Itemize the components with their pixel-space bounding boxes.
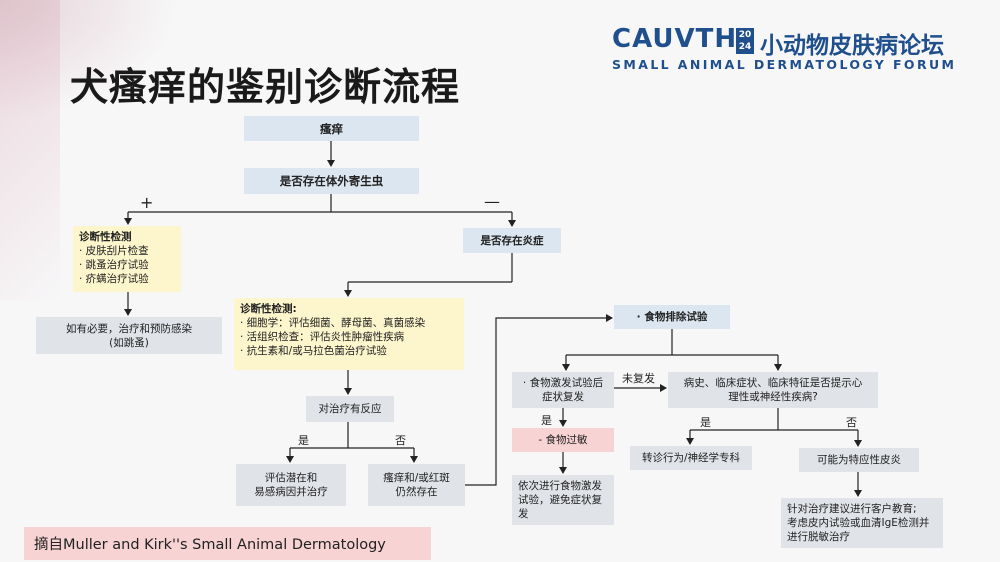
- diagnostic-2-title: 诊断性检测:: [240, 303, 297, 315]
- node-food-allergy: - 食物过敏: [512, 428, 614, 452]
- node-prevent-infection: 如有必要，治疗和预防感染 (如跳蚤): [36, 317, 222, 354]
- slide-title: 犬瘙痒的鉴别诊断流程: [70, 65, 461, 109]
- logo-chinese-name: 小动物皮肤病论坛: [760, 33, 944, 59]
- node-sequential-challenge: 依次进行食物激发 试验，避免症状复 发: [512, 475, 614, 525]
- persist-line: 瘙痒和/或红斑: [383, 472, 450, 484]
- node-diagnostic-tests-2: 诊断性检测: · 细胞学：评估细菌、酵母菌、真菌感染 · 活组织检查：评估炎性肿…: [234, 298, 464, 370]
- label-yes: 是: [541, 414, 552, 427]
- history-line: 理性或神经性疾病?: [728, 391, 818, 403]
- label-yes: 是: [700, 416, 711, 429]
- source-citation: 摘自Muller and Kirk''s Small Animal Dermat…: [24, 527, 431, 560]
- logo-year-badge: 20 24: [736, 28, 754, 54]
- education-line: 进行脱敏治疗: [787, 531, 850, 543]
- diagnostic-2-item: · 细胞学：评估细菌、酵母菌、真菌感染: [240, 317, 426, 329]
- node-client-education: 针对治疗建议进行客户教育; 考虑皮内试验或血清IgE检测并 进行脱敏治疗: [781, 498, 943, 548]
- diagnostic-1-item: · 皮肤刮片检查: [79, 245, 149, 257]
- logo-year-bottom: 24: [738, 42, 752, 52]
- node-treatment-response: 对治疗有反应: [306, 396, 394, 422]
- label-yes: 是: [298, 434, 309, 447]
- node-ectoparasite: 是否存在体外寄生虫: [244, 168, 419, 194]
- node-pruritus: 瘙痒: [244, 116, 419, 141]
- diagnostic-2-item: · 活组织检查：评估炎性肿瘤性疾病: [240, 331, 405, 343]
- challenge-line: 症状复发: [542, 391, 584, 403]
- diagnostic-2-item: · 抗生素和/或马拉色菌治疗试验: [240, 345, 387, 357]
- label-positive: +: [140, 193, 154, 212]
- label-no-recurrence: 未复发: [622, 372, 655, 385]
- node-food-elimination-trial: · 食物排除试验: [614, 305, 730, 329]
- logo-year-top: 20: [738, 30, 752, 40]
- logo-wordmark: CAUVTH: [612, 24, 738, 54]
- sequential-line: 依次进行食物激发: [518, 480, 602, 492]
- label-negative: —: [484, 192, 500, 211]
- history-line: 病史、临床症状、临床特征是否提示心: [683, 377, 863, 389]
- prevent-line: 如有必要，治疗和预防感染: [66, 322, 192, 335]
- evaluate-line: 易感病因并治疗: [254, 486, 328, 498]
- sequential-line: 发: [518, 508, 529, 520]
- persist-line: 仍然存在: [395, 486, 438, 498]
- node-evaluate-causes: 评估潜在和 易感病因并治疗: [236, 464, 346, 506]
- node-atopic-dermatitis: 可能为特应性皮炎: [799, 448, 919, 472]
- node-behavioral-history: 病史、临床症状、临床特征是否提示心 理性或神经性疾病?: [668, 372, 878, 408]
- diagnostic-1-title: 诊断性检测: [79, 231, 132, 243]
- node-diagnostic-tests-1: 诊断性检测 · 皮肤刮片检查 · 跳蚤治疗试验 · 疥螨治疗试验: [73, 226, 181, 292]
- decorative-background-glow: [0, 0, 180, 120]
- node-inflammation: 是否存在炎症: [463, 228, 561, 253]
- node-referral: 转诊行为/神经学专科: [630, 446, 752, 470]
- challenge-line: · 食物激发试验后: [522, 377, 604, 389]
- education-line: 针对治疗建议进行客户教育;: [787, 503, 917, 515]
- education-line: 考虑皮内试验或血清IgE检测并: [787, 517, 930, 529]
- sequential-line: 试验，避免症状复: [518, 494, 602, 506]
- logo-subtitle: SMALL ANIMAL DERMATOLOGY FORUM: [612, 57, 957, 72]
- evaluate-line: 评估潜在和: [264, 472, 318, 484]
- diagnostic-1-item: · 跳蚤治疗试验: [79, 259, 149, 271]
- prevent-line: (如跳蚤): [109, 336, 149, 349]
- diagnostic-1-item: · 疥螨治疗试验: [79, 273, 149, 285]
- node-symptoms-persist: 瘙痒和/或红斑 仍然存在: [368, 464, 465, 506]
- arrow-persist-to-food-trial: [465, 314, 613, 486]
- label-no: 否: [846, 416, 857, 429]
- label-no: 否: [395, 434, 406, 447]
- node-food-challenge: · 食物激发试验后 症状复发: [512, 372, 614, 408]
